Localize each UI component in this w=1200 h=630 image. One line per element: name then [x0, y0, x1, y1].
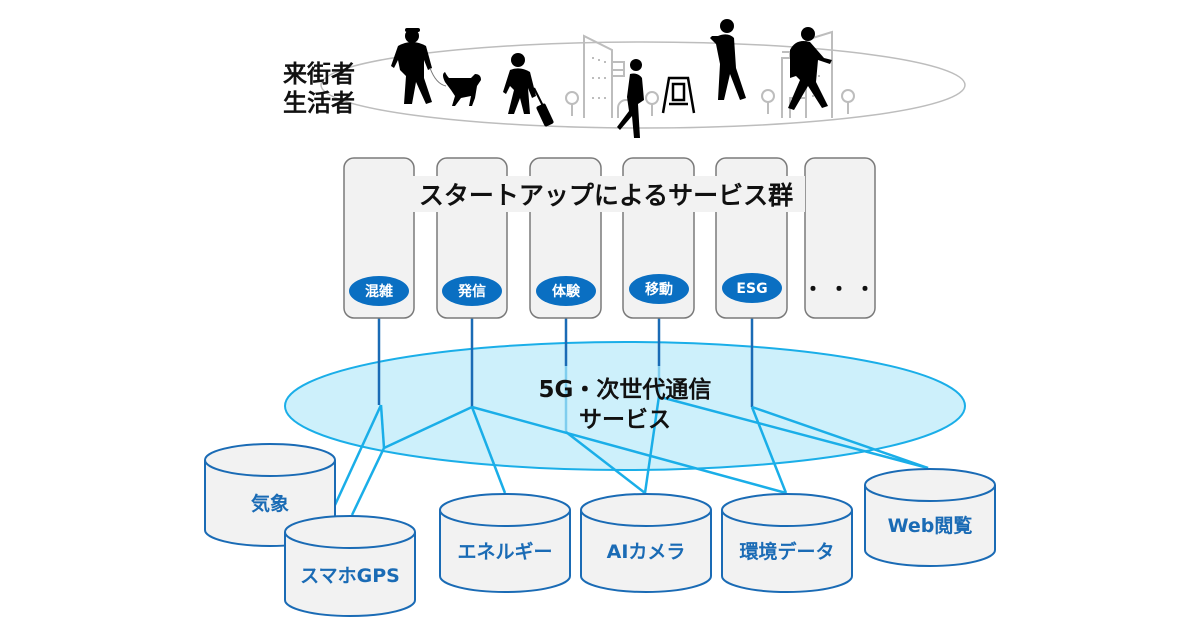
tree-outline-icon	[565, 89, 855, 116]
network-label-line2: サービス	[579, 407, 671, 433]
network-ellipse	[284, 341, 966, 471]
cylinder-aicamera[interactable]: AIカメラ	[580, 493, 712, 593]
cylinder-label: Web閲覧	[888, 514, 973, 537]
cylinder-energy[interactable]: エネルギー	[439, 493, 571, 593]
dog-leash-icon	[429, 67, 447, 87]
service-pill-konzatsu[interactable]: 混雑	[349, 276, 409, 306]
link-idou-web	[663, 396, 929, 470]
link-esg-envdata	[750, 406, 788, 494]
link-konzatsu-kishou	[333, 404, 383, 506]
cylinder-envdata[interactable]: 環境データ	[721, 493, 853, 593]
service-pills: 混雑 発信 体験 移動 ESG ・・・	[349, 273, 881, 306]
cylinder-web[interactable]: Web閲覧	[864, 468, 996, 567]
services-banner-text: スタートアップによるサービス群	[419, 181, 793, 210]
people-ellipse	[320, 41, 966, 129]
service-pill-label: 発信	[457, 283, 486, 300]
person-with-dog-icon	[391, 28, 432, 104]
traveler-with-suitcase-icon	[503, 53, 554, 127]
link-hasshin-energy	[470, 406, 507, 494]
service-pill-hasshin[interactable]: 発信	[442, 276, 502, 306]
a-frame-sign-icon	[661, 76, 696, 114]
cylinder-label: AIカメラ	[607, 541, 686, 563]
link-esg-web	[751, 405, 929, 470]
link-idou-aicamera	[643, 395, 661, 494]
people-label-line1: 来街者	[283, 60, 355, 88]
service-box-more[interactable]	[804, 157, 876, 319]
person-with-phone-icon	[710, 19, 746, 100]
service-pill-taiken[interactable]: 体験	[536, 276, 596, 306]
service-pill-idou[interactable]: 移動	[629, 274, 689, 304]
walking-woman-icon	[617, 59, 644, 138]
service-pill-label: 混雑	[365, 283, 393, 300]
service-pill-label: 体験	[552, 283, 581, 300]
people-label-line2: 生活者	[283, 89, 355, 117]
link-hasshin-gps	[383, 405, 473, 450]
link-konzatsu-gps	[379, 404, 386, 449]
service-pill-label: ESG	[736, 281, 767, 297]
services-banner	[405, 176, 805, 212]
service-pill-label: 移動	[645, 281, 673, 298]
link-gps-junction	[350, 447, 386, 516]
cylinder-label: スマホGPS	[300, 565, 400, 587]
cylinder-label: 気象	[251, 492, 289, 515]
data-sources: 気象 エネルギー AIカメラ 環境データ Web閲覧	[204, 443, 996, 617]
link-hasshin-envdata	[471, 405, 787, 495]
network-label-line1: 5G・次世代通信	[539, 376, 712, 403]
connection-lines	[333, 318, 929, 516]
person-with-backpack-icon	[788, 27, 832, 110]
dog-icon	[443, 72, 481, 106]
cylinder-label: 環境データ	[739, 540, 834, 563]
people-layer: 来街者 生活者	[283, 19, 966, 138]
cylinder-smartphone-gps[interactable]: スマホGPS	[284, 515, 416, 617]
cylinder-label: エネルギー	[457, 541, 552, 563]
service-box-konzatsu[interactable]	[343, 157, 415, 319]
service-pill-esg[interactable]: ESG	[722, 273, 782, 303]
link-taiken-aicamera	[565, 431, 646, 494]
service-more-ellipsis: ・・・	[803, 277, 881, 301]
